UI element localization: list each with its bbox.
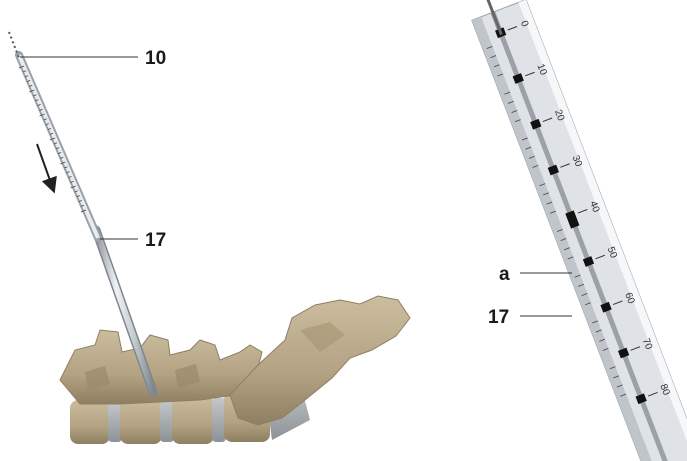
callout-label-cannula: 17	[145, 230, 166, 251]
callout-label-needle: 10	[145, 48, 166, 69]
vertebral-body	[70, 400, 110, 444]
callout-label-cannula-right: 17	[488, 307, 509, 328]
vertebral-body	[120, 398, 162, 444]
graduated-needle	[9, 32, 98, 238]
left-panel: 10 17	[9, 32, 410, 444]
callout-label-marker: a	[499, 264, 510, 285]
intervertebral-disc	[108, 402, 122, 442]
intervertebral-disc	[212, 398, 226, 442]
lumbar-spine-illustration	[60, 296, 410, 444]
vertebral-body	[172, 396, 214, 444]
insertion-direction-arrow	[37, 144, 52, 186]
intervertebral-disc	[160, 400, 174, 442]
scale-strip	[472, 0, 687, 461]
